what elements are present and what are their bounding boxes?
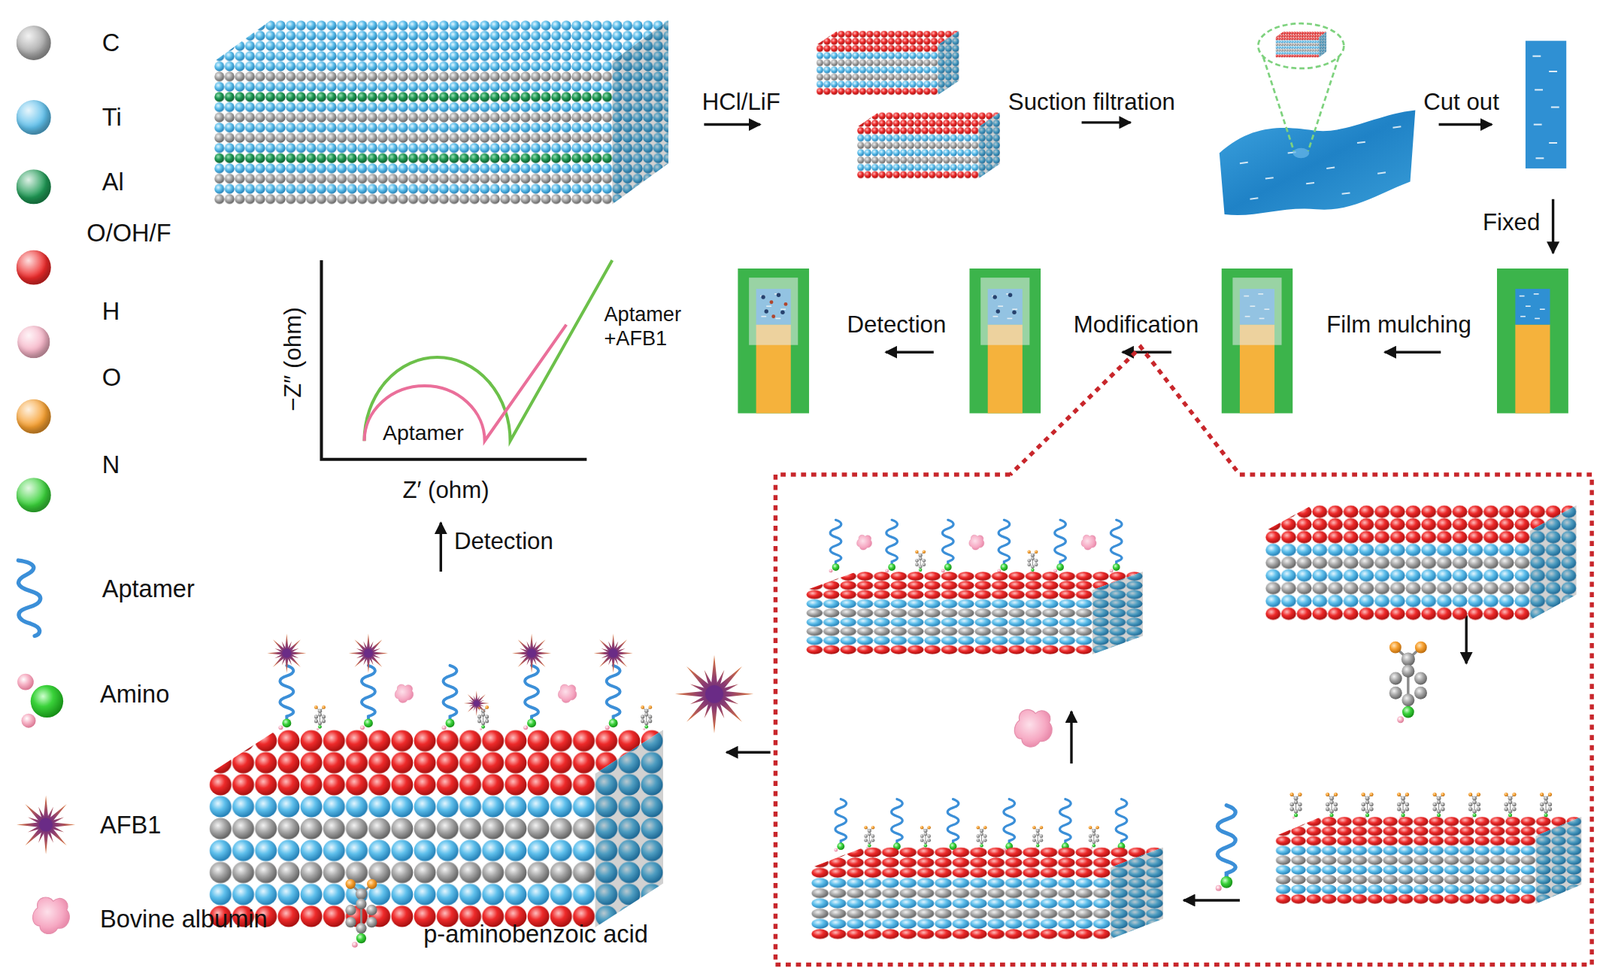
legend-holder: Al [102,167,125,196]
legend-text: H [102,296,121,325]
atom-swatch [16,399,52,434]
legend-holder: N [102,450,121,479]
step-label: Z′ (ohm) [403,475,490,504]
zoom-box [775,346,1592,964]
electrode-film [1221,268,1293,414]
legend-holder: p-aminobenzoic acid [423,919,649,948]
cut-strip [1525,40,1567,169]
legend-text: p-aminobenzoic acid [423,919,649,948]
step-bare-flake [1265,505,1577,621]
legend-text: N [102,450,121,479]
electrode-modified [969,268,1041,414]
label-holder: Modification [1073,311,1200,339]
sensing-flake [209,633,664,928]
step-label: Film mulching [1326,311,1472,339]
step-aptamer-flake [811,799,1164,940]
label-holder: Detection [846,311,946,339]
step-paba-flake [1275,792,1582,904]
legend-text: Bovine albumin [100,904,268,933]
legend-icons [16,560,378,948]
step-label: Suction filtration [1008,88,1176,116]
label-holder: Detection [454,527,554,555]
legend-holder: Aptamer [102,574,195,603]
step-label: Fixed [1482,209,1540,237]
atom-swatch [17,325,50,358]
legend-text: C [102,28,121,57]
eis-plot [321,260,613,460]
atom-swatch [16,169,52,204]
max-phase-block [214,20,669,204]
electrode-fixed [1496,268,1569,414]
afb1-icon [675,654,754,734]
step-label: Detection [846,311,946,339]
atom-swatch [16,100,52,135]
step-label: Aptamer +AFB1 [603,303,707,350]
legend-text: O/OH/F [86,218,171,247]
label-holder: Aptamer [382,420,464,446]
legend-holder: AFB1 [100,810,161,839]
label-holder: −Z″ (ohm) [279,306,307,412]
legend-text: AFB1 [100,810,161,839]
legend-holder: H [102,296,121,325]
label-holder: Suction filtration [1008,88,1176,116]
legend-holder: Bovine albumin [100,904,268,933]
albumin-icon [1014,709,1052,747]
label-holder: HCl/LiF [702,88,781,116]
legend-holder: O/OH/F [86,218,171,247]
label-holder: Aptamer +AFB1 [603,303,707,350]
legend-text: Al [102,167,125,196]
label-holder: Fixed [1482,209,1540,237]
electrode-detection [737,268,810,414]
step-label: Aptamer [382,420,464,446]
legend-holder: O [102,363,122,391]
mxene-flake [816,30,960,95]
step-label: −Z″ (ohm) [279,306,307,412]
legend-text: Aptamer [102,574,195,603]
step-label: Modification [1073,311,1200,339]
mxene-flake [857,112,1000,179]
legend-text: O [102,363,122,391]
atom-swatch [16,477,52,513]
aptamer-icon [1215,805,1237,891]
paba-molecule [1389,641,1428,724]
atom-swatch [16,25,52,61]
step-label: Cut out [1423,88,1500,116]
atom-swatch [16,249,52,285]
mxene-film [1219,23,1416,216]
legend-text: Ti [102,103,122,131]
step-label: HCl/LiF [702,88,781,116]
step-blocked-flake [806,519,1143,655]
legend-holder: Amino [100,679,170,708]
legend-holder: C [102,28,121,57]
label-holder: Film mulching [1326,311,1472,339]
step-label: Detection [454,527,554,555]
legend-text: Amino [100,679,170,708]
label-holder: Cut out [1423,88,1500,116]
label-holder: Z′ (ohm) [403,475,490,504]
legend-holder: Ti [102,103,122,131]
